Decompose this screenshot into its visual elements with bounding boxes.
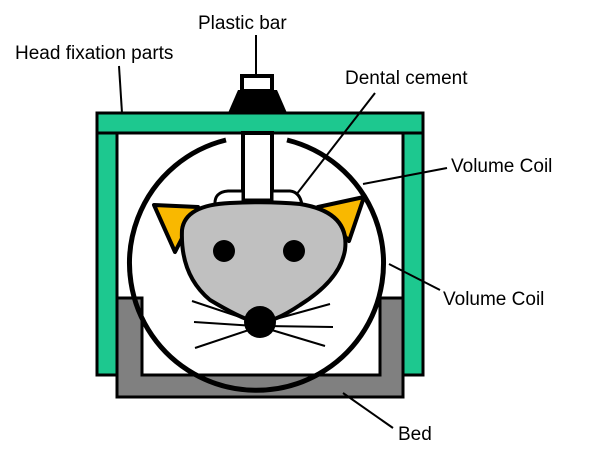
fixation-left-post (95, 131, 119, 377)
label-bed: Bed (398, 424, 432, 445)
label-volume-coil-2: Volume Coil (443, 289, 544, 310)
fixation-top-bar (95, 111, 425, 135)
label-plastic-bar: Plastic bar (198, 13, 287, 34)
nose (244, 306, 276, 338)
whiskers (191, 300, 334, 349)
label-volume-coil-1: Volume Coil (451, 156, 552, 177)
volume-coil (127, 137, 386, 393)
label-head-fixation-parts: Head fixation parts (15, 43, 173, 64)
plastic-bar-cap (240, 74, 274, 93)
label-dental-cement: Dental cement (345, 68, 468, 89)
plastic-bar-rod (241, 131, 274, 205)
plastic-bar-clamp (228, 90, 287, 113)
fixation-right-post (401, 131, 425, 377)
mouse-head (179, 200, 348, 325)
leader-lines (118, 35, 448, 429)
left-eye (213, 240, 235, 262)
right-eye (283, 240, 305, 262)
